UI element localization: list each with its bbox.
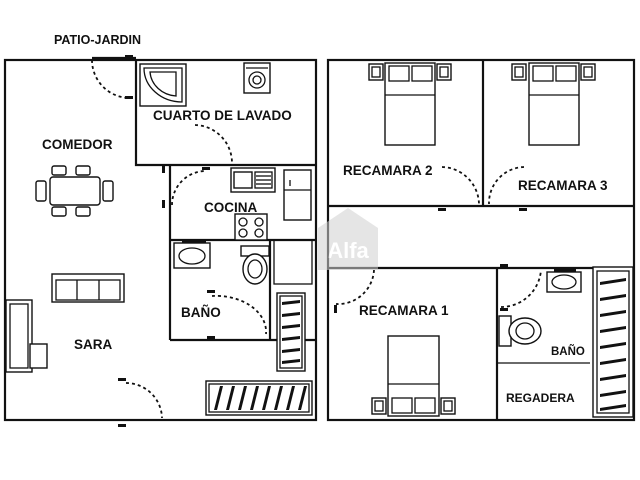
watermark-logo: Alfa [318,208,378,270]
label-recamara-2: RECAMARA 2 [343,163,433,178]
bath-right-door [500,264,542,311]
label-cocina: COCINA [204,200,257,215]
bath-left-fixtures [173,240,270,285]
entrance-door [118,378,163,427]
bed-recamara1 [371,335,456,417]
closet-right-vertical [592,266,634,418]
sofa-horizontal [51,273,125,303]
bed-recamara2 [368,62,452,146]
dining-table [35,165,114,217]
door-recamara2 [438,166,480,211]
laundry-door [162,124,233,173]
label-comedor: COMEDOR [42,137,113,152]
label-recamara-1: RECAMARA 1 [359,303,449,318]
closet-left-horizontal [205,380,313,416]
closet-left-vertical [276,292,306,372]
bath-right-fixtures [498,269,582,347]
kitchen-door [162,170,207,208]
label-sara: SARA [74,337,113,352]
label-patio-jardin: PATIO-JARDIN [54,33,141,47]
label-recamara-3: RECAMARA 3 [518,178,608,193]
label-bano-right: BAÑO [551,345,585,358]
label-bano-left: BAÑO [181,305,221,320]
room-labels: PATIO-JARDIN CUARTO DE LAVADO COMEDOR CO… [42,33,608,405]
patio-door [91,55,136,99]
door-recamara3 [488,166,527,211]
bath-left-door [207,290,267,339]
watermark-text: Alfa [327,238,369,263]
door-recamara1 [334,269,375,313]
label-regadera: REGADERA [506,391,575,405]
bed-recamara3 [511,62,596,146]
laundry-fixtures [139,62,271,107]
sofa-vertical [5,299,48,373]
kitchen-fixtures [230,167,313,285]
label-cuarto-de-lavado: CUARTO DE LAVADO [153,108,292,123]
